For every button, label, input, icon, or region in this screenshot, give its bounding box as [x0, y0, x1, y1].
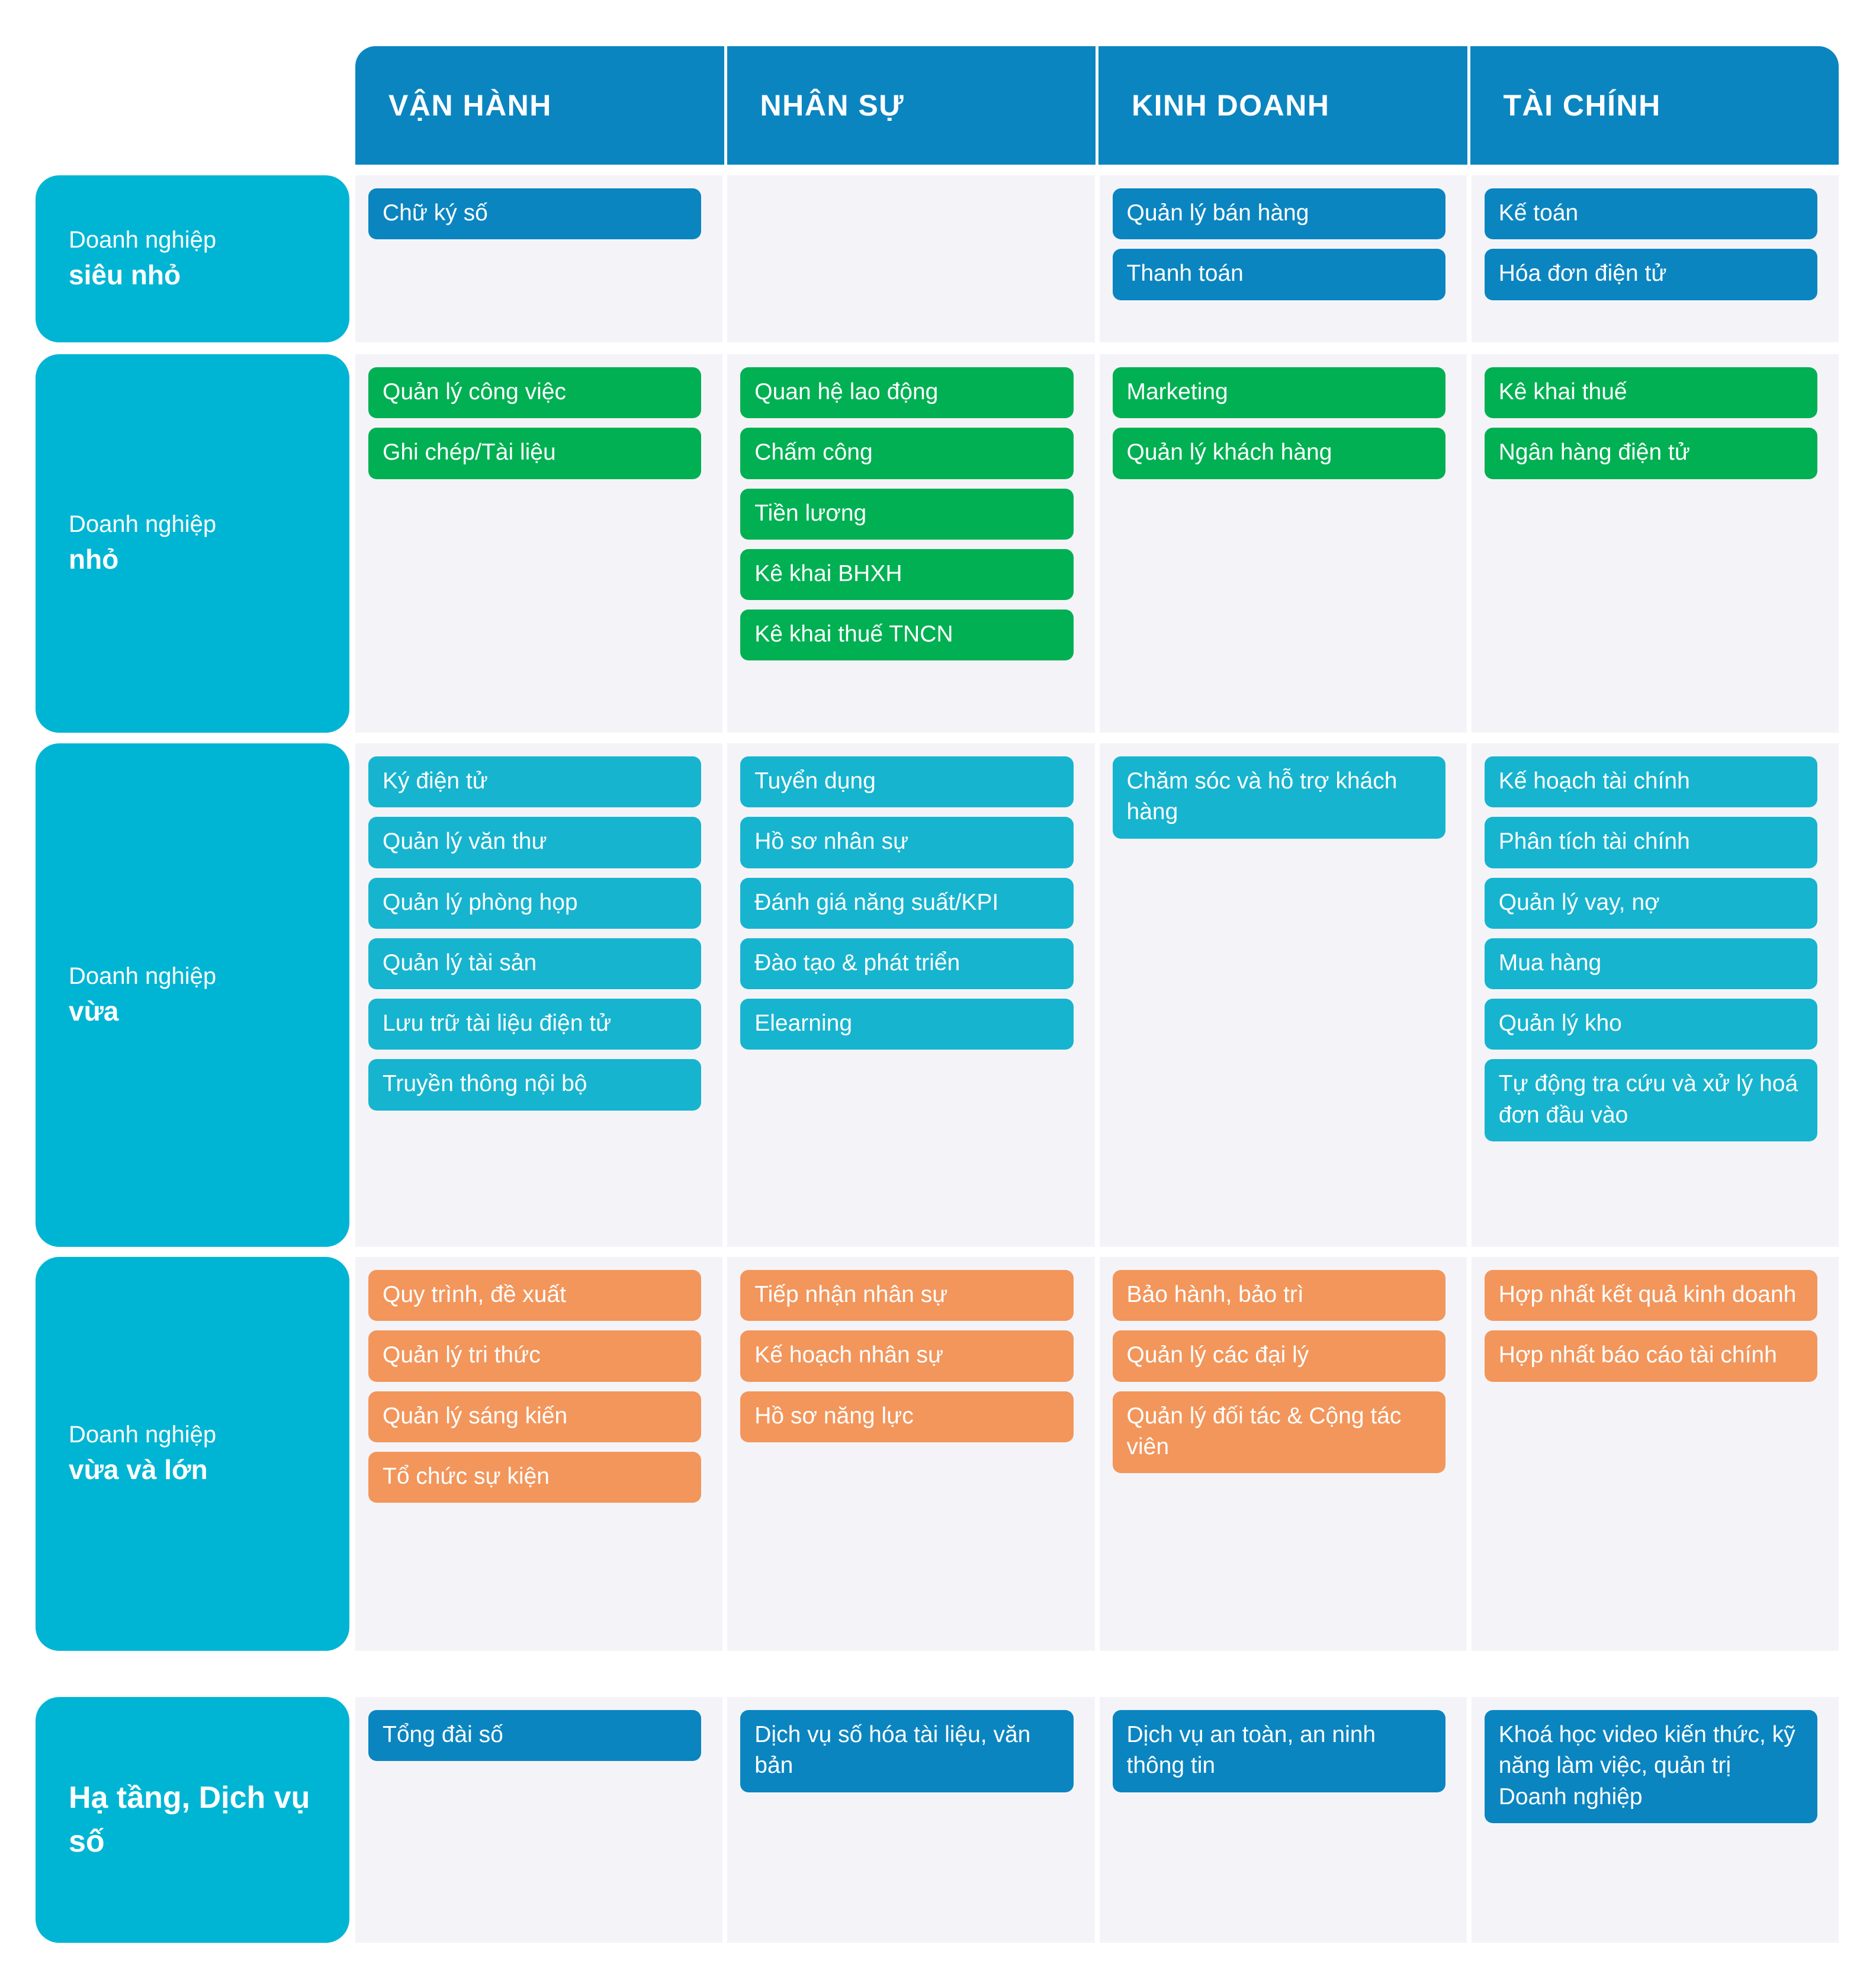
capability-chip[interactable]: Thanh toán [1112, 249, 1445, 300]
capability-chip[interactable]: Chấm công [740, 428, 1074, 479]
capability-chip[interactable]: Tổng đài số [368, 1710, 702, 1762]
column-header-tai-chinh: TÀI CHÍNH [1503, 89, 1661, 122]
capability-chip[interactable]: Bảo hành, bảo trì [1112, 1270, 1445, 1321]
capability-chip[interactable]: Ký điện tử [368, 756, 702, 808]
capability-chip[interactable]: Quản lý tài sản [368, 938, 702, 989]
capability-chip[interactable]: Quản lý tri thức [368, 1330, 702, 1382]
capability-chip[interactable]: Marketing [1112, 367, 1445, 419]
capability-chip[interactable]: Ngân hàng điện tử [1484, 428, 1817, 479]
matrix-cell: Dịch vụ an toàn, an ninh thông tin [1099, 1697, 1472, 1943]
capability-chip[interactable]: Quản lý bán hàng [1112, 188, 1445, 240]
row-label-line2: nhỏ [69, 544, 119, 575]
row-label-line1: Doanh nghiệp [69, 226, 217, 253]
matrix-cell: Dịch vụ số hóa tài liệu, văn bản [727, 1697, 1100, 1943]
capability-chip[interactable]: Quản lý phòng họp [368, 877, 702, 929]
capability-chip[interactable]: Dịch vụ số hóa tài liệu, văn bản [740, 1710, 1074, 1792]
capability-chip[interactable]: Kế hoạch nhân sự [740, 1330, 1074, 1382]
capability-chip[interactable]: Tiền lương [740, 488, 1074, 540]
capability-chip[interactable]: Kê khai thuế [1484, 367, 1817, 419]
row-label-line1: Doanh nghiệp [69, 1422, 217, 1448]
capability-chip[interactable]: Quản lý vay, nợ [1484, 877, 1817, 929]
capability-chip[interactable]: Hợp nhất kết quả kinh doanh [1484, 1270, 1817, 1321]
row-label-line2: vừa và lớn [69, 1454, 208, 1486]
matrix-cell: Chăm sóc và hỗ trợ khách hàng [1099, 743, 1472, 1247]
capability-chip[interactable]: Truyền thông nội bộ [368, 1059, 702, 1111]
capability-chip[interactable]: Đào tạo & phát triển [740, 938, 1074, 989]
capability-chip[interactable]: Lưu trữ tài liệu điện tử [368, 999, 702, 1050]
row-label-line1: Doanh nghiệp [69, 511, 217, 538]
matrix-cell: Khoá học video kiến thức, kỹ năng làm vi… [1471, 1697, 1839, 1943]
row-label-line2: Hạ tầng, Dịch vụ số [69, 1780, 310, 1859]
matrix-cell: Chữ ký số [355, 175, 728, 342]
capability-chip[interactable]: Quản lý khách hàng [1112, 428, 1445, 479]
capability-chip[interactable]: Tuyển dụng [740, 756, 1074, 808]
capability-chip[interactable]: Kê khai BHXH [740, 548, 1074, 600]
matrix-row: Hạ tầng, Dịch vụ số Tổng đài số Dịch vụ số… [36, 1697, 1839, 1943]
row-label: Doanh nghiệp siêu nhỏ [36, 175, 349, 342]
capability-chip[interactable]: Tiếp nhận nhân sự [740, 1270, 1074, 1321]
capability-chip[interactable]: Quy trình, đề xuất [368, 1270, 702, 1321]
capability-chip[interactable]: Khoá học video kiến thức, kỹ năng làm vi… [1484, 1710, 1817, 1823]
column-header-row: VẬN HÀNH NHÂN SỰ KINH DOANH TÀI CHÍNH [355, 46, 1839, 165]
capability-chip[interactable]: Hóa đơn điện tử [1484, 249, 1817, 300]
capability-chip[interactable]: Quản lý sáng kiến [368, 1391, 702, 1442]
capability-chip[interactable]: Tổ chức sự kiện [368, 1451, 702, 1503]
matrix-cell: Tiếp nhận nhân sự Kế hoạch nhân sự Hồ sơ n… [727, 1257, 1100, 1651]
row-label-line2: vừa [69, 995, 119, 1027]
capability-chip[interactable]: Ghi chép/Tài liệu [368, 428, 702, 479]
row-label-line2: siêu nhỏ [69, 259, 181, 290]
capability-chip[interactable]: Quản lý các đại lý [1112, 1330, 1445, 1382]
capability-chip[interactable]: Quản lý đối tác & Cộng tác viên [1112, 1391, 1445, 1473]
matrix-row: Doanh nghiệp siêu nhỏ Chữ ký số Quản lý bán… [36, 175, 1839, 342]
capability-chip[interactable]: Elearning [740, 999, 1074, 1050]
capability-chip[interactable]: Chữ ký số [368, 188, 702, 240]
column-header-van-hanh: VẬN HÀNH [355, 46, 727, 165]
capability-chip[interactable]: Dịch vụ an toàn, an ninh thông tin [1112, 1710, 1445, 1792]
capability-chip[interactable]: Đánh giá năng suất/KPI [740, 877, 1074, 929]
row-label-line1: Doanh nghiệp [69, 963, 217, 989]
row-label: Doanh nghiệp vừa [36, 743, 349, 1247]
capability-chip[interactable]: Quan hệ lao động [740, 367, 1074, 419]
matrix-row: Doanh nghiệp vừa Ký điện tử Quản lý văn thư… [36, 743, 1839, 1247]
capability-chip[interactable]: Quản lý công việc [368, 367, 702, 419]
matrix-row: Doanh nghiệp vừa và lớn Quy trình, đề xuất… [36, 1257, 1839, 1651]
column-header-kinh-doanh: KINH DOANH [1098, 46, 1470, 165]
matrix-cell: Tổng đài số [355, 1697, 728, 1943]
matrix-cell: Tuyển dụng Hồ sơ nhân sự Đánh giá năng suấ… [727, 743, 1100, 1247]
capability-chip[interactable]: Hồ sơ năng lực [740, 1391, 1074, 1442]
capability-chip[interactable]: Kế hoạch tài chính [1484, 756, 1817, 808]
capability-chip[interactable]: Hợp nhất báo cáo tài chính [1484, 1330, 1817, 1382]
row-label: Doanh nghiệp vừa và lớn [36, 1257, 349, 1651]
capability-chip[interactable]: Phân tích tài chính [1484, 817, 1817, 868]
capability-chip[interactable]: Mua hàng [1484, 938, 1817, 989]
row-label: Doanh nghiệp nhỏ [36, 354, 349, 733]
capability-chip[interactable]: Quản lý văn thư [368, 817, 702, 868]
capability-chip[interactable]: Quản lý kho [1484, 999, 1817, 1050]
capability-chip[interactable]: Kế toán [1484, 188, 1817, 240]
row-label: Hạ tầng, Dịch vụ số [36, 1697, 349, 1943]
capability-chip[interactable]: Kê khai thuế TNCN [740, 610, 1074, 661]
column-header-nhan-su: NHÂN SỰ [727, 46, 1098, 165]
row-cells: Tổng đài số Dịch vụ số hóa tài liệu, văn … [355, 1697, 1839, 1943]
capability-chip[interactable]: Chăm sóc và hỗ trợ khách hàng [1112, 756, 1445, 839]
capability-chip[interactable]: Tự động tra cứu và xử lý hoá đơn đầu vào [1484, 1059, 1817, 1141]
matrix-cell [727, 175, 1100, 342]
capability-chip[interactable]: Hồ sơ nhân sự [740, 817, 1074, 868]
